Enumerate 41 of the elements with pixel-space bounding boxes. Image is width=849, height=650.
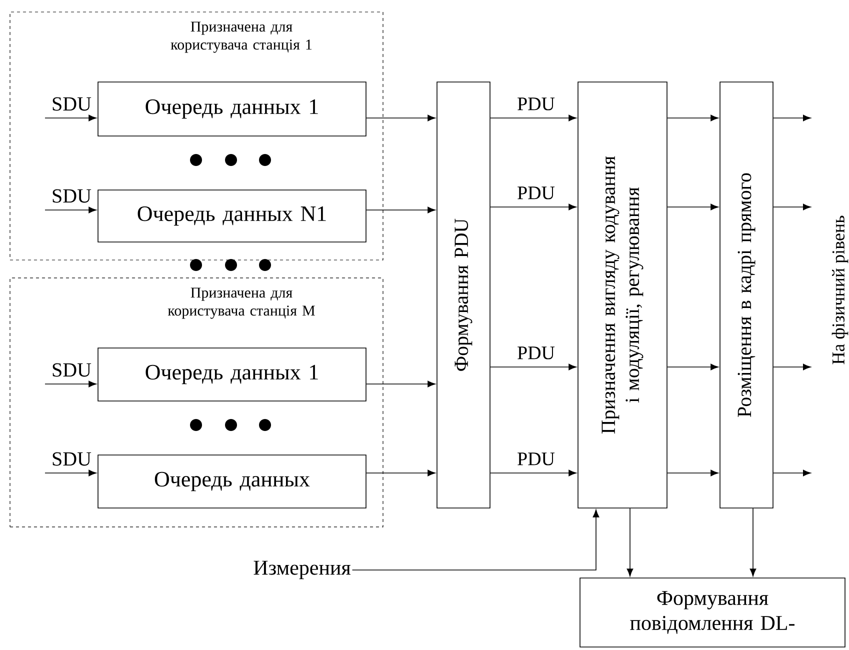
input-label: Измерения <box>254 560 350 580</box>
arrow <box>773 204 811 210</box>
arrow <box>773 470 811 476</box>
process-box: Формування повідомлення DL- <box>580 578 846 648</box>
edge-label: PDU <box>516 96 556 112</box>
arrow <box>44 114 96 122</box>
process-box: Очередь данных 1 <box>98 348 366 402</box>
arrow <box>490 114 576 122</box>
process-box: Розміщення в кадрі прямого <box>720 82 774 508</box>
arrow <box>490 364 576 370</box>
arrow <box>667 114 718 122</box>
edge-label: SDU <box>50 362 92 378</box>
edge-label: SDU <box>50 96 92 112</box>
arrow <box>352 510 600 570</box>
arrow <box>667 204 718 210</box>
edge-label: PDU <box>516 346 556 360</box>
arrow <box>366 206 436 214</box>
edge-label: SDU <box>50 451 92 467</box>
arrow <box>366 380 436 388</box>
output-label: На фізичний рівень <box>832 216 848 364</box>
arrow <box>773 114 811 122</box>
process-box: Очередь данных <box>98 454 366 508</box>
arrow <box>626 508 634 576</box>
arrow <box>44 470 96 476</box>
arrow <box>773 364 811 370</box>
arrow <box>490 204 576 210</box>
arrow <box>366 470 436 476</box>
process-box: Призначення вигляду кодування і модуляції, регулювання <box>578 82 668 508</box>
edge-label: PDU <box>516 186 556 200</box>
edge-label: SDU <box>50 188 92 204</box>
arrow <box>44 380 96 388</box>
arrow <box>366 114 436 122</box>
arrow <box>667 470 718 476</box>
arrow <box>44 206 96 214</box>
arrow <box>750 508 756 576</box>
edge-label: PDU <box>516 452 556 466</box>
arrow <box>667 364 718 370</box>
process-box: Очередь данных 1 <box>98 82 366 136</box>
arrow <box>490 470 576 476</box>
process-box: Очередь данных N1 <box>98 190 366 242</box>
process-box: Формування PDU <box>436 82 490 508</box>
